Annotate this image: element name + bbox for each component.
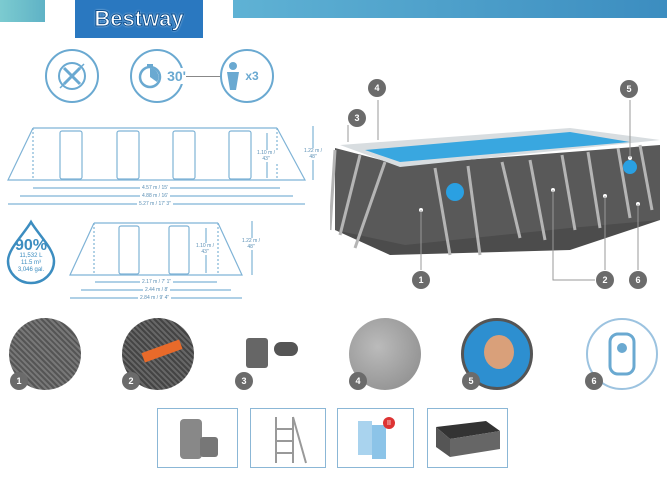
- people-badge: x3: [220, 49, 274, 103]
- accessory-filter-cartridges: II: [337, 408, 414, 468]
- stopwatch-icon: [138, 64, 162, 89]
- brand-logo: Bestway: [75, 0, 203, 38]
- component-number-5: 5: [462, 372, 480, 390]
- setup-time-badge: 30': [130, 49, 186, 103]
- capacity-cubic: 11.5 m³: [21, 260, 41, 266]
- frame-height-label: 1.22 m / 48": [300, 148, 326, 160]
- person-icon: [227, 62, 240, 90]
- component-number-4: 4: [349, 372, 367, 390]
- accessory-pool-cover: [427, 408, 508, 468]
- length-label: 4.88 m / 16': [140, 193, 170, 199]
- outer-length-label: 5.27 m / 17' 3": [137, 201, 173, 207]
- header-bar-right: [233, 0, 667, 18]
- capacity-info: 90% 11,532 L 11.5 m³ 3,046 gal.: [6, 238, 56, 274]
- water-drop-icon: [6, 219, 56, 285]
- cartridge-icon: [358, 421, 386, 459]
- wall-height-label: 1.10 m / 43": [254, 150, 278, 162]
- filter-pump-icon: [180, 419, 218, 459]
- no-tools-icon: [58, 62, 86, 90]
- component-number-6: 6: [585, 372, 603, 390]
- component-number-2: 2: [122, 372, 140, 390]
- callout-1: 1: [412, 271, 430, 289]
- component-number-1: 1: [10, 372, 28, 390]
- component-pool-interior: [461, 318, 533, 390]
- callout-5: 5: [620, 80, 638, 98]
- fill-percent: 90%: [14, 237, 48, 254]
- small-frame-height-label: 1.22 m / 48": [238, 238, 264, 250]
- component-number-3: 3: [235, 372, 253, 390]
- logo-text: Bestway: [94, 6, 184, 32]
- width-label: 2.44 m / 8': [143, 287, 171, 293]
- outer-width-label: 2.84 m / 9' 4": [138, 295, 172, 301]
- small-wall-height-label: 1.10 m / 43": [193, 243, 217, 255]
- ladder-icon: [275, 416, 307, 464]
- callout-2: 2: [596, 271, 614, 289]
- callout-6: 6: [629, 271, 647, 289]
- accessory-count-badge: II: [383, 417, 395, 429]
- accessory-filter-pump: [157, 408, 238, 468]
- capacity-gallons: 3,046 gal.: [17, 267, 45, 273]
- people-count: x3: [245, 69, 259, 83]
- accessory-ladder: [250, 408, 326, 468]
- inner-length-label: 4.57 m / 15': [140, 185, 170, 191]
- connector-line: [186, 76, 221, 77]
- setup-time: 30': [167, 68, 186, 84]
- no-tools-badge: [45, 49, 99, 103]
- inner-width-label: 2.17 m / 7' 1": [140, 279, 174, 285]
- pool-product-image: [330, 100, 660, 281]
- callout-3: 3: [348, 109, 366, 127]
- pool-cover-icon: [436, 421, 500, 457]
- header-bar-left: [0, 0, 45, 22]
- capacity-liters: 11,532 L: [19, 253, 43, 259]
- callout-4: 4: [368, 79, 386, 97]
